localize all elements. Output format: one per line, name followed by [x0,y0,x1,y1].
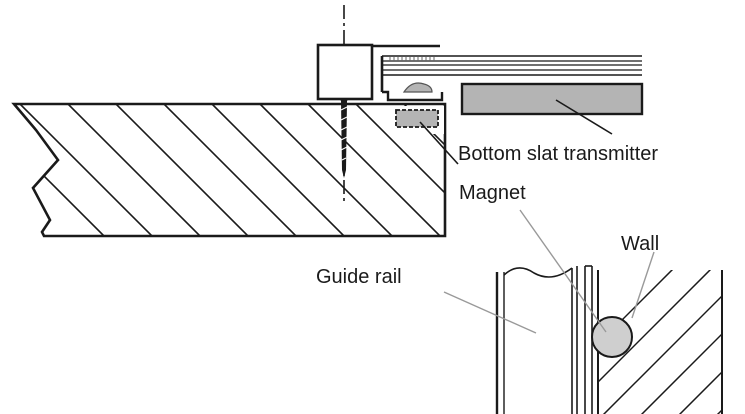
magnet-leader-bottom [519,209,607,333]
bracket [316,43,642,102]
sensor-dome [402,82,433,93]
transmitter-label: Bottom slat transmitter [458,143,658,165]
wall-section [597,270,723,414]
guide-rail-label: Guide rail [316,266,402,288]
guide-rail [495,265,593,414]
wall-label: Wall [621,233,659,255]
wood-slat-section [11,102,447,238]
magnet-small [395,109,439,128]
bracket-teeth [389,57,435,61]
guide-rail-leader [443,291,537,334]
magnet-leader-top [419,121,459,165]
transmitter-leader [555,99,613,135]
wall-leader [631,251,655,319]
transmitter-box [460,82,644,116]
screw-icon [336,94,352,178]
magnet-label: Magnet [459,182,526,204]
magnet-ball [591,316,633,358]
